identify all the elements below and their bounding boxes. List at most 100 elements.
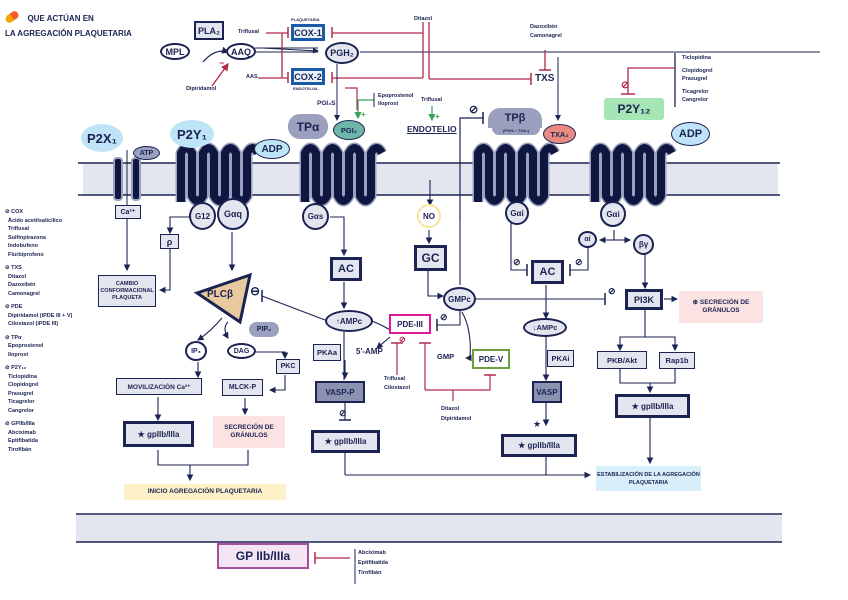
ditazol-label-top: Ditazol bbox=[414, 16, 433, 22]
title-line-2: LA AGREGACIÓN PLAQUETARIA bbox=[5, 29, 132, 38]
ac-box-middle: AC bbox=[330, 257, 362, 281]
gpiib-iiia-left-box: ★ gpIIb/IIIa bbox=[123, 421, 194, 447]
p2y12-drug-4: Ticagrelor bbox=[682, 89, 709, 95]
legend-group-header: ⊘ PDE bbox=[5, 304, 23, 310]
gpcr-receptors bbox=[175, 142, 677, 207]
aaq-node: AAQ bbox=[226, 43, 256, 60]
gas-node: Gαs bbox=[302, 203, 329, 230]
rap1b-box: Rap1b bbox=[659, 352, 695, 369]
gp-inhibitor-lines bbox=[314, 549, 356, 584]
legend-item: Ticlopidina bbox=[8, 373, 37, 380]
pgi2s-label: PGI₂S bbox=[317, 100, 336, 107]
pde-inhibitor-lines bbox=[391, 342, 496, 401]
gc-box: GC bbox=[414, 245, 447, 271]
beta-gamma-node: βγ bbox=[633, 234, 654, 255]
gai-node-2: Gαi bbox=[600, 201, 626, 227]
pde3-drug-2: Cilostazol bbox=[384, 385, 410, 391]
ac-inhibit-right-symbol: ⊘ bbox=[575, 257, 583, 267]
p2y12-drug-2: Clopidogrel bbox=[682, 68, 713, 74]
pde5-box: PDE-V bbox=[472, 349, 510, 369]
pde3-box: PDE-III bbox=[389, 314, 431, 334]
plcb-label: PLCβ bbox=[207, 289, 234, 300]
star-marker: ★ bbox=[533, 419, 542, 429]
legend-item: Prasugrel bbox=[8, 390, 34, 397]
legend-item: Abciximab bbox=[8, 429, 36, 436]
txs-inhibitor-1: Dazoxibén bbox=[530, 24, 558, 30]
aas-label: AAS bbox=[246, 74, 258, 80]
legend-item: Eptifibatida bbox=[8, 438, 38, 444]
pgi2-drug-2: Iloprost bbox=[378, 101, 399, 107]
pgi2-label: PGI₂ bbox=[333, 120, 365, 140]
cox1-box: COX-1 bbox=[291, 24, 325, 41]
legend-item: Camonagrel bbox=[8, 290, 40, 297]
pde5-drug-2: Dipiridamol bbox=[441, 416, 472, 422]
legend-group-header: ⊘ GPIIb/IIIa bbox=[5, 421, 35, 427]
pla2-box: PLA₂ bbox=[194, 21, 224, 40]
tpb-sublabel: (PGH₂ / TXA₂) bbox=[492, 128, 540, 135]
legend-item: Epoprostenol bbox=[8, 343, 44, 349]
ip3-node: IP₃ bbox=[185, 341, 207, 361]
triflusal-label-endotelio: Triflusal bbox=[421, 97, 443, 103]
pkai-box: PKAi bbox=[547, 350, 574, 367]
legend-item: Iloprost bbox=[8, 351, 29, 358]
pkaa-box: PKAa bbox=[313, 344, 341, 361]
gp-drug-1: Abciximab bbox=[358, 550, 386, 556]
p2y12-drug-1: Ticlopidina bbox=[682, 55, 711, 61]
pi3k-box: PI3K bbox=[625, 289, 663, 310]
pkb-akt-box: PKB/Akt bbox=[597, 351, 647, 369]
pkc-box: PKC bbox=[276, 359, 300, 374]
gpiib-iiia-far-right-box: ★ gpIIb/IIIa bbox=[615, 394, 690, 418]
txs-label: TXS bbox=[535, 73, 555, 84]
tpa-label: TPα bbox=[288, 114, 328, 139]
calcium-box: Ca²⁺ bbox=[115, 205, 141, 219]
p2y1-receptor bbox=[177, 144, 262, 205]
endotelio-label: ENDOTELIO bbox=[407, 124, 457, 134]
pgh2-node: PGH₂ bbox=[325, 42, 359, 64]
no-node: NO bbox=[417, 204, 441, 228]
p2x1-channel bbox=[113, 150, 141, 205]
estabilizacion-note: ESTABILIZACIÓN DE LA AGREGACIÓN PLAQUETA… bbox=[596, 466, 701, 491]
gpiib-iiia-right-box: ★ gpIIb/IIIa bbox=[501, 434, 577, 457]
legend-item: Tirofibán bbox=[8, 446, 32, 453]
p2y12-drug-3: Prasugrel bbox=[682, 76, 708, 82]
left-pathway-lines bbox=[123, 216, 326, 482]
p2y12-receptor bbox=[591, 144, 676, 205]
no-symbol-p2y12: ⊘ bbox=[621, 80, 630, 91]
legend-item: Cilostazol (iPDE III) bbox=[8, 321, 59, 327]
mpl-node: MPL bbox=[160, 43, 190, 60]
adp-label-2: ADP bbox=[671, 122, 710, 146]
cox1-sublabel: PLAQUETARIA bbox=[291, 17, 320, 22]
legend-item: Dipiridamol (iPDE III + V) bbox=[8, 312, 73, 319]
legend-item: Ácido acetilsalicílico bbox=[8, 217, 63, 224]
gmpc-inhibit-symbol: ⊘ bbox=[440, 312, 448, 322]
tpa-receptor bbox=[301, 144, 386, 205]
secrecion-granulos-left: SECRECIÓN DE GRÁNULOS bbox=[213, 416, 285, 448]
movilizacion-calcio-box: MOVILIZACIÓN Ca²⁺ bbox=[116, 378, 202, 395]
vasp-box: VASP bbox=[532, 381, 562, 403]
legend-item: Indobufeno bbox=[8, 243, 38, 249]
gp-drug-2: Eptifibatida bbox=[358, 560, 388, 566]
legend-item: Clopidogrel bbox=[8, 382, 39, 388]
plc-inhibit-symbol: ⊖ bbox=[250, 284, 261, 298]
vasp-inhibit-symbol: ⊘ bbox=[339, 408, 347, 418]
legend-item: Sulfinpirazona bbox=[8, 234, 46, 241]
legend-item: Ticagrelor bbox=[8, 399, 35, 405]
legend-group-header: ⊘ P2Y₁₂ bbox=[5, 365, 27, 371]
title-line-1: QUE ACTÚAN EN bbox=[27, 14, 94, 23]
g12-node: G12 bbox=[189, 202, 216, 230]
cox2-box: COX-2 bbox=[291, 68, 325, 85]
cox2-sublabel: ENDOTELIAL bbox=[293, 86, 319, 91]
p2y1-label: P2Y₁ bbox=[170, 120, 214, 148]
secrecion-granulos-right: ⊕ SECRECIÓN DE GRÁNULOS bbox=[679, 291, 763, 323]
alpha-i-node: αi bbox=[578, 231, 597, 248]
pi3k-inhibit-symbol: ⊘ bbox=[608, 286, 616, 296]
pde3-drug-1: Triflusal bbox=[384, 376, 406, 382]
pde3-inhibit-symbol: ⊘ bbox=[399, 335, 406, 344]
adp-label-1: ADP bbox=[254, 139, 290, 159]
ac-box-right: AC bbox=[531, 260, 564, 284]
legend-item: Cangrelor bbox=[8, 407, 34, 414]
plus-sign-pgi2: + bbox=[361, 110, 366, 119]
cox-pathway-lines bbox=[202, 22, 820, 220]
mlck-box: MLCK-P bbox=[222, 379, 263, 396]
